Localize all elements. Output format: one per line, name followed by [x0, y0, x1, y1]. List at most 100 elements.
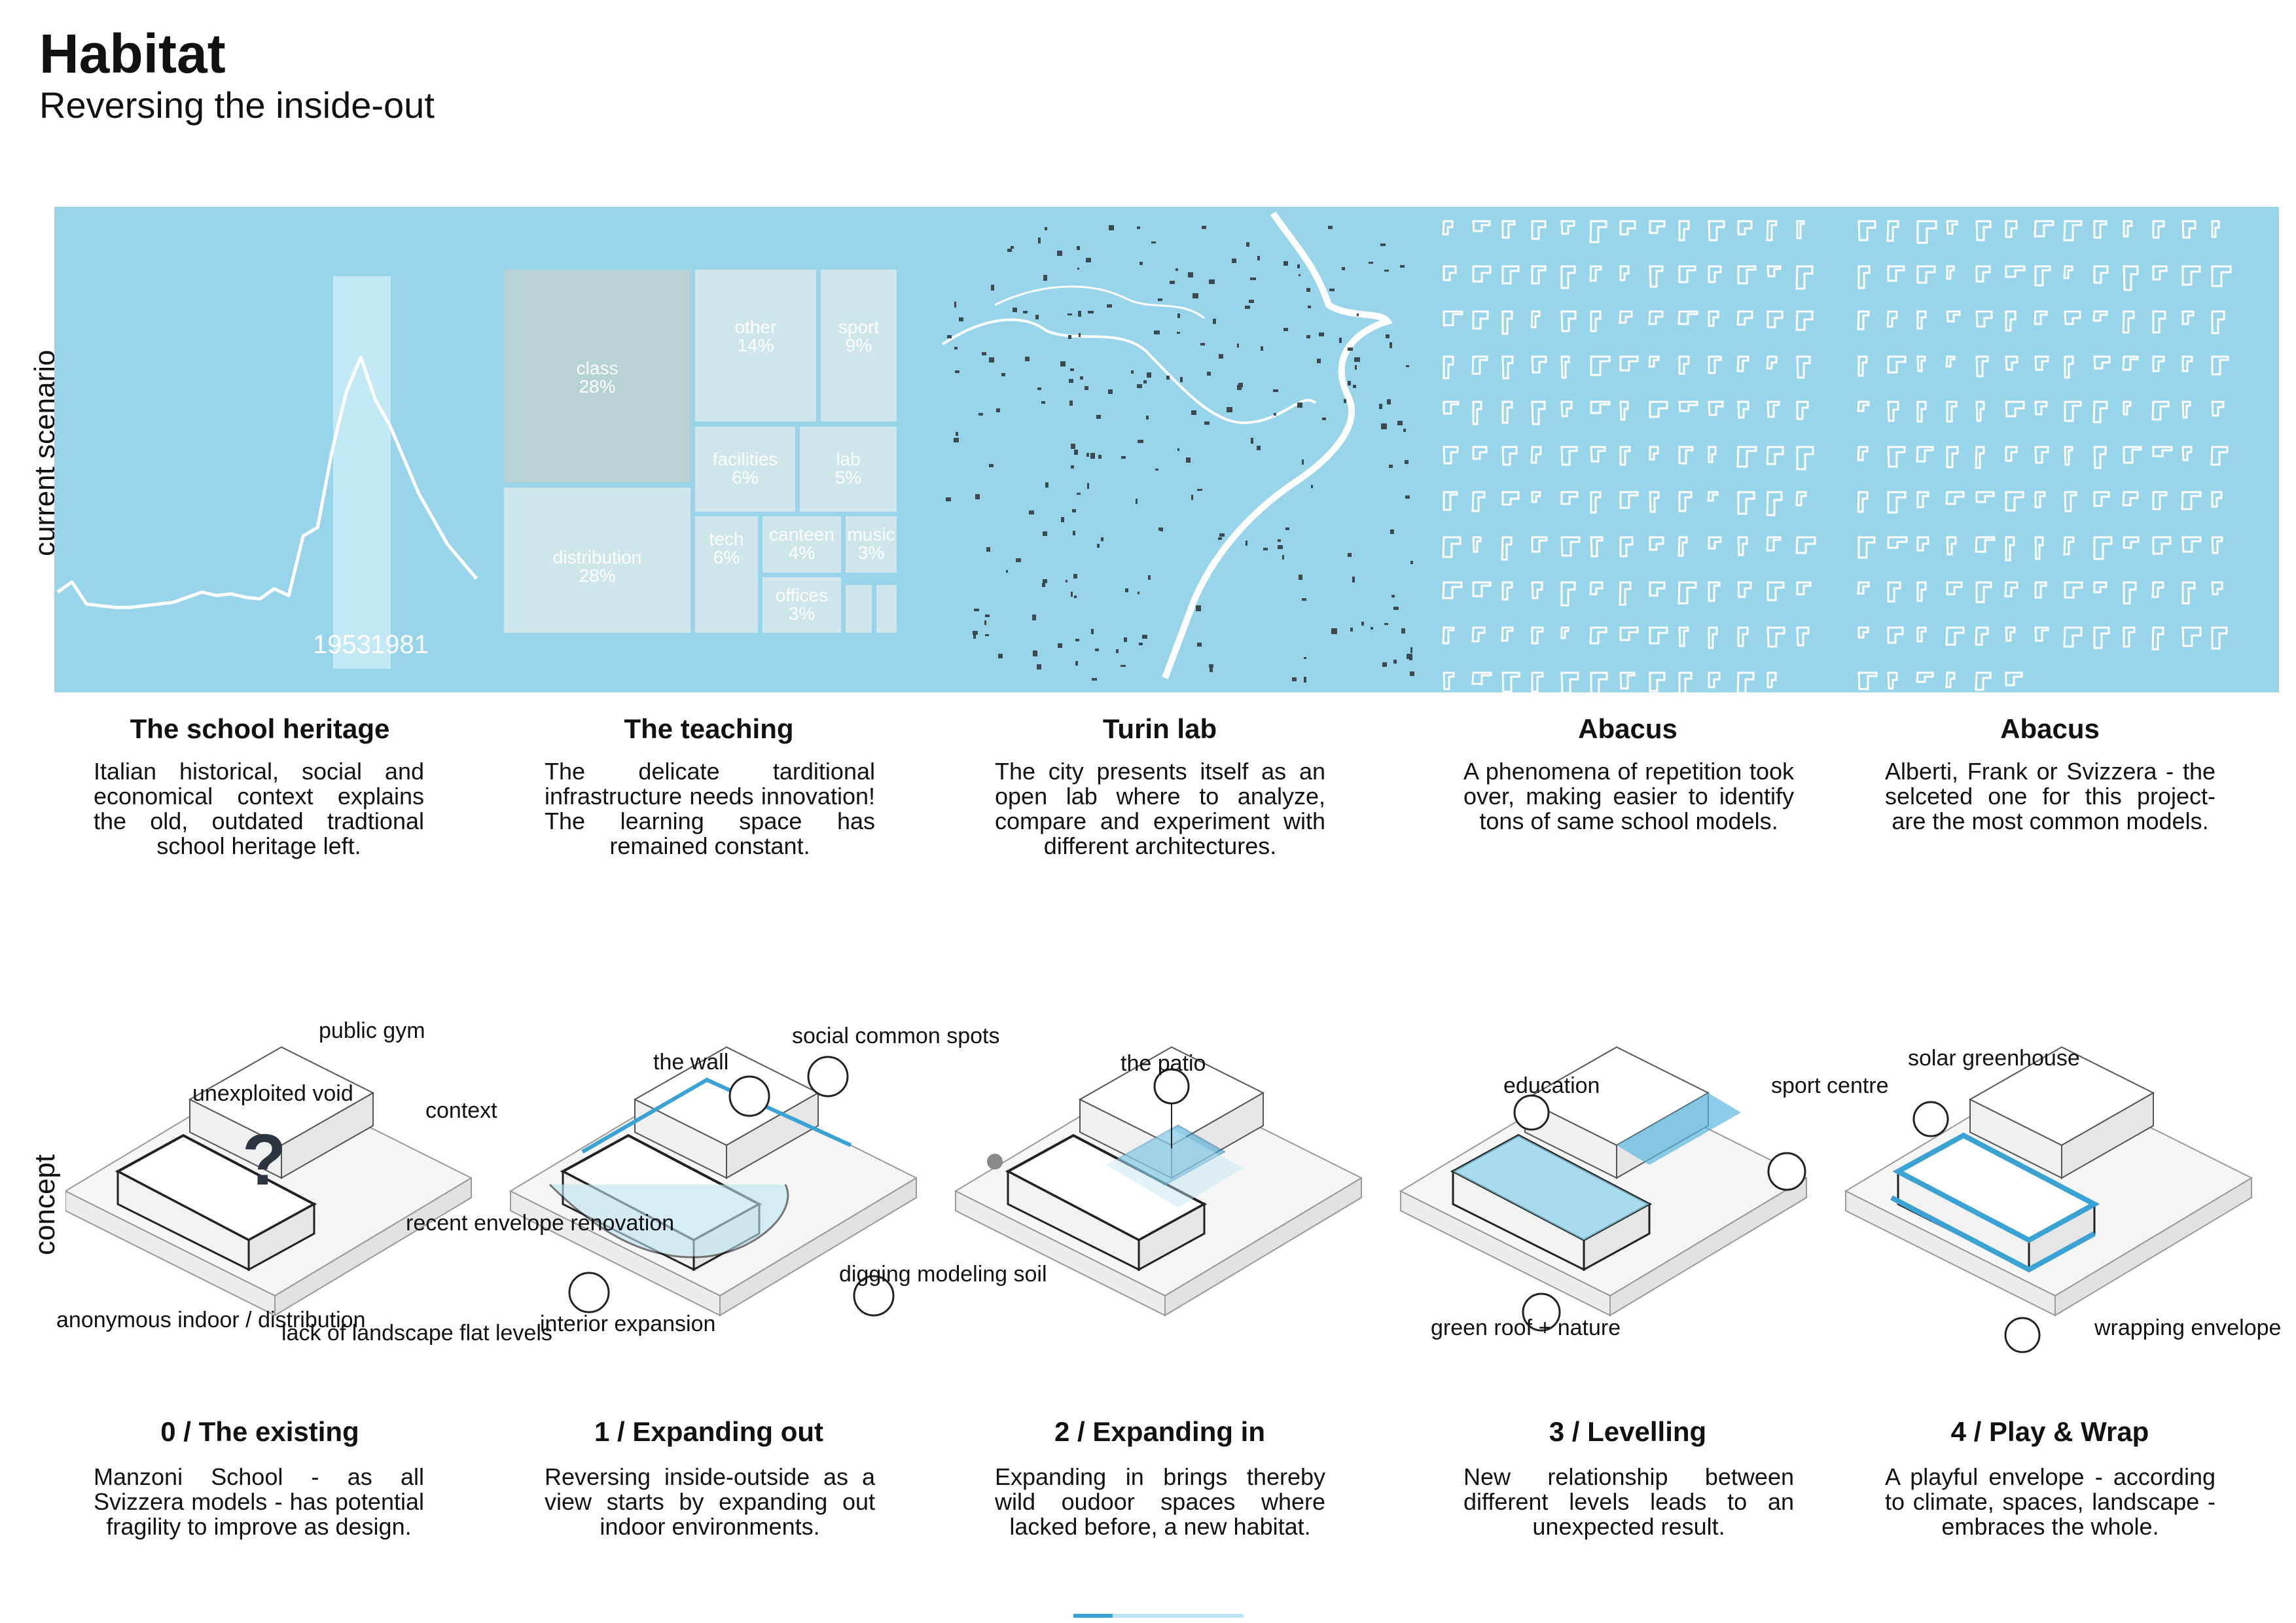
- school-location-dot: [1274, 413, 1276, 416]
- school-location-dot: [956, 432, 958, 436]
- school-model-plan: [1442, 626, 1455, 645]
- school-model-plan: [2004, 581, 2018, 597]
- school-model-plan: [2181, 265, 2201, 286]
- school-location-dot: [1232, 259, 1236, 263]
- school-location-dot: [1072, 509, 1076, 512]
- school-location-dot: [1038, 238, 1041, 243]
- interior-icon: [568, 1272, 610, 1313]
- school-model-plan: [2181, 626, 2202, 647]
- school-location-dot: [1342, 267, 1345, 270]
- school-location-dot: [1116, 649, 1119, 653]
- expansion-outline: [548, 1183, 789, 1258]
- school-model-plan: [1442, 536, 1462, 558]
- school-model-plan: [2123, 265, 2139, 291]
- school-model-plan: [2092, 401, 2108, 423]
- school-model-plan: [1619, 671, 1636, 690]
- caption-title-4: Abacus: [1578, 713, 1677, 744]
- school-location-dot: [1035, 315, 1039, 319]
- school-location-dot: [1354, 357, 1360, 362]
- row-label-concept: concept: [29, 1154, 61, 1255]
- school-model-plan: [1472, 536, 1482, 553]
- school-model-plan: [1857, 220, 1876, 241]
- school-model-plan: [1471, 355, 1488, 375]
- school-model-plan: [2034, 581, 2047, 599]
- school-location-dot: [1170, 281, 1175, 284]
- school-location-dot: [989, 357, 994, 363]
- school-model-plan: [1916, 536, 1929, 552]
- school-model-plan: [1795, 265, 1814, 290]
- the-wall-line: [581, 1077, 852, 1154]
- school-model-plan: [1443, 310, 1463, 327]
- school-location-dot: [1339, 338, 1342, 343]
- school-model-plan: [1946, 265, 1955, 280]
- school-model-plan: [1590, 491, 1602, 514]
- school-model-plan: [1857, 265, 1871, 289]
- school-model-plan: [1471, 491, 1486, 512]
- school-location-dot: [1011, 246, 1014, 249]
- school-model-plan: [1857, 401, 1870, 412]
- school-model-plan: [1857, 310, 1870, 330]
- school-model-plan: [2122, 310, 2135, 334]
- school-location-dot: [1137, 226, 1140, 229]
- school-model-plan: [1916, 626, 1927, 643]
- caption-text-5: Alberti, Frank or Svizzera - the selcete…: [1885, 758, 2215, 835]
- school-location-dot: [959, 317, 963, 321]
- school-model-plan: [1501, 220, 1516, 239]
- school-model-plan: [2122, 491, 2139, 507]
- school-location-dot: [1155, 469, 1158, 471]
- school-model-plan: [2005, 446, 2018, 462]
- school-location-dot: [1131, 370, 1134, 374]
- school-model-plan: [1590, 446, 1606, 463]
- school-location-dot: [1045, 482, 1049, 488]
- school-model-plan: [1975, 220, 1992, 241]
- school-location-dot: [1328, 226, 1333, 229]
- school-model-plan: [1501, 491, 1520, 506]
- school-model-plan: [1649, 671, 1666, 692]
- school-location-dot: [1219, 533, 1225, 537]
- school-model-plan: [1857, 626, 1869, 639]
- school-model-plan: [2034, 401, 2048, 416]
- school-model-plan: [1531, 581, 1543, 599]
- school-location-dot: [1087, 483, 1089, 489]
- school-model-plan: [2211, 491, 2223, 508]
- school-model-plan: [2063, 265, 2073, 279]
- school-model-plan: [1736, 310, 1753, 326]
- school-location-dot: [1175, 268, 1178, 271]
- school-model-plan: [2034, 491, 2046, 508]
- school-model-plan: [1501, 581, 1513, 601]
- school-model-plan: [1472, 265, 1492, 283]
- school-model-plan: [1737, 401, 1749, 419]
- school-model-plan: [1887, 401, 1899, 422]
- school-model-plan: [2034, 265, 2051, 287]
- label-anonymous: anonymous indoor / distribution: [56, 1308, 366, 1332]
- school-location-dot: [1077, 246, 1080, 250]
- school-location-dot: [1091, 629, 1094, 634]
- school-model-plan: [2181, 581, 2196, 605]
- school-location-dot: [1139, 262, 1143, 265]
- label-sport: sport centre: [1771, 1073, 1889, 1098]
- school-location-dot: [1071, 444, 1075, 449]
- school-model-plan: [1531, 491, 1541, 503]
- school-model-plan: [2093, 446, 2107, 469]
- school-location-dot: [1177, 448, 1179, 451]
- label-education: education: [1503, 1073, 1600, 1098]
- school-model-plan: [1946, 536, 1957, 556]
- school-model-plan: [2063, 536, 2075, 556]
- school-location-dot: [1380, 243, 1386, 246]
- school-location-dot: [1278, 545, 1283, 549]
- school-location-dot: [1348, 553, 1352, 557]
- school-model-plan: [1590, 401, 1611, 414]
- school-location-dot: [1285, 527, 1289, 530]
- school-location-dot: [1204, 421, 1210, 425]
- school-location-dot: [1306, 288, 1310, 292]
- school-model-plan: [2064, 401, 2082, 422]
- school-location-dot: [1273, 389, 1278, 392]
- school-location-dot: [1121, 456, 1126, 459]
- school-model-plan: [2034, 220, 2054, 238]
- school-model-plan: [2093, 265, 2109, 284]
- abacus-grid: [1442, 220, 2232, 692]
